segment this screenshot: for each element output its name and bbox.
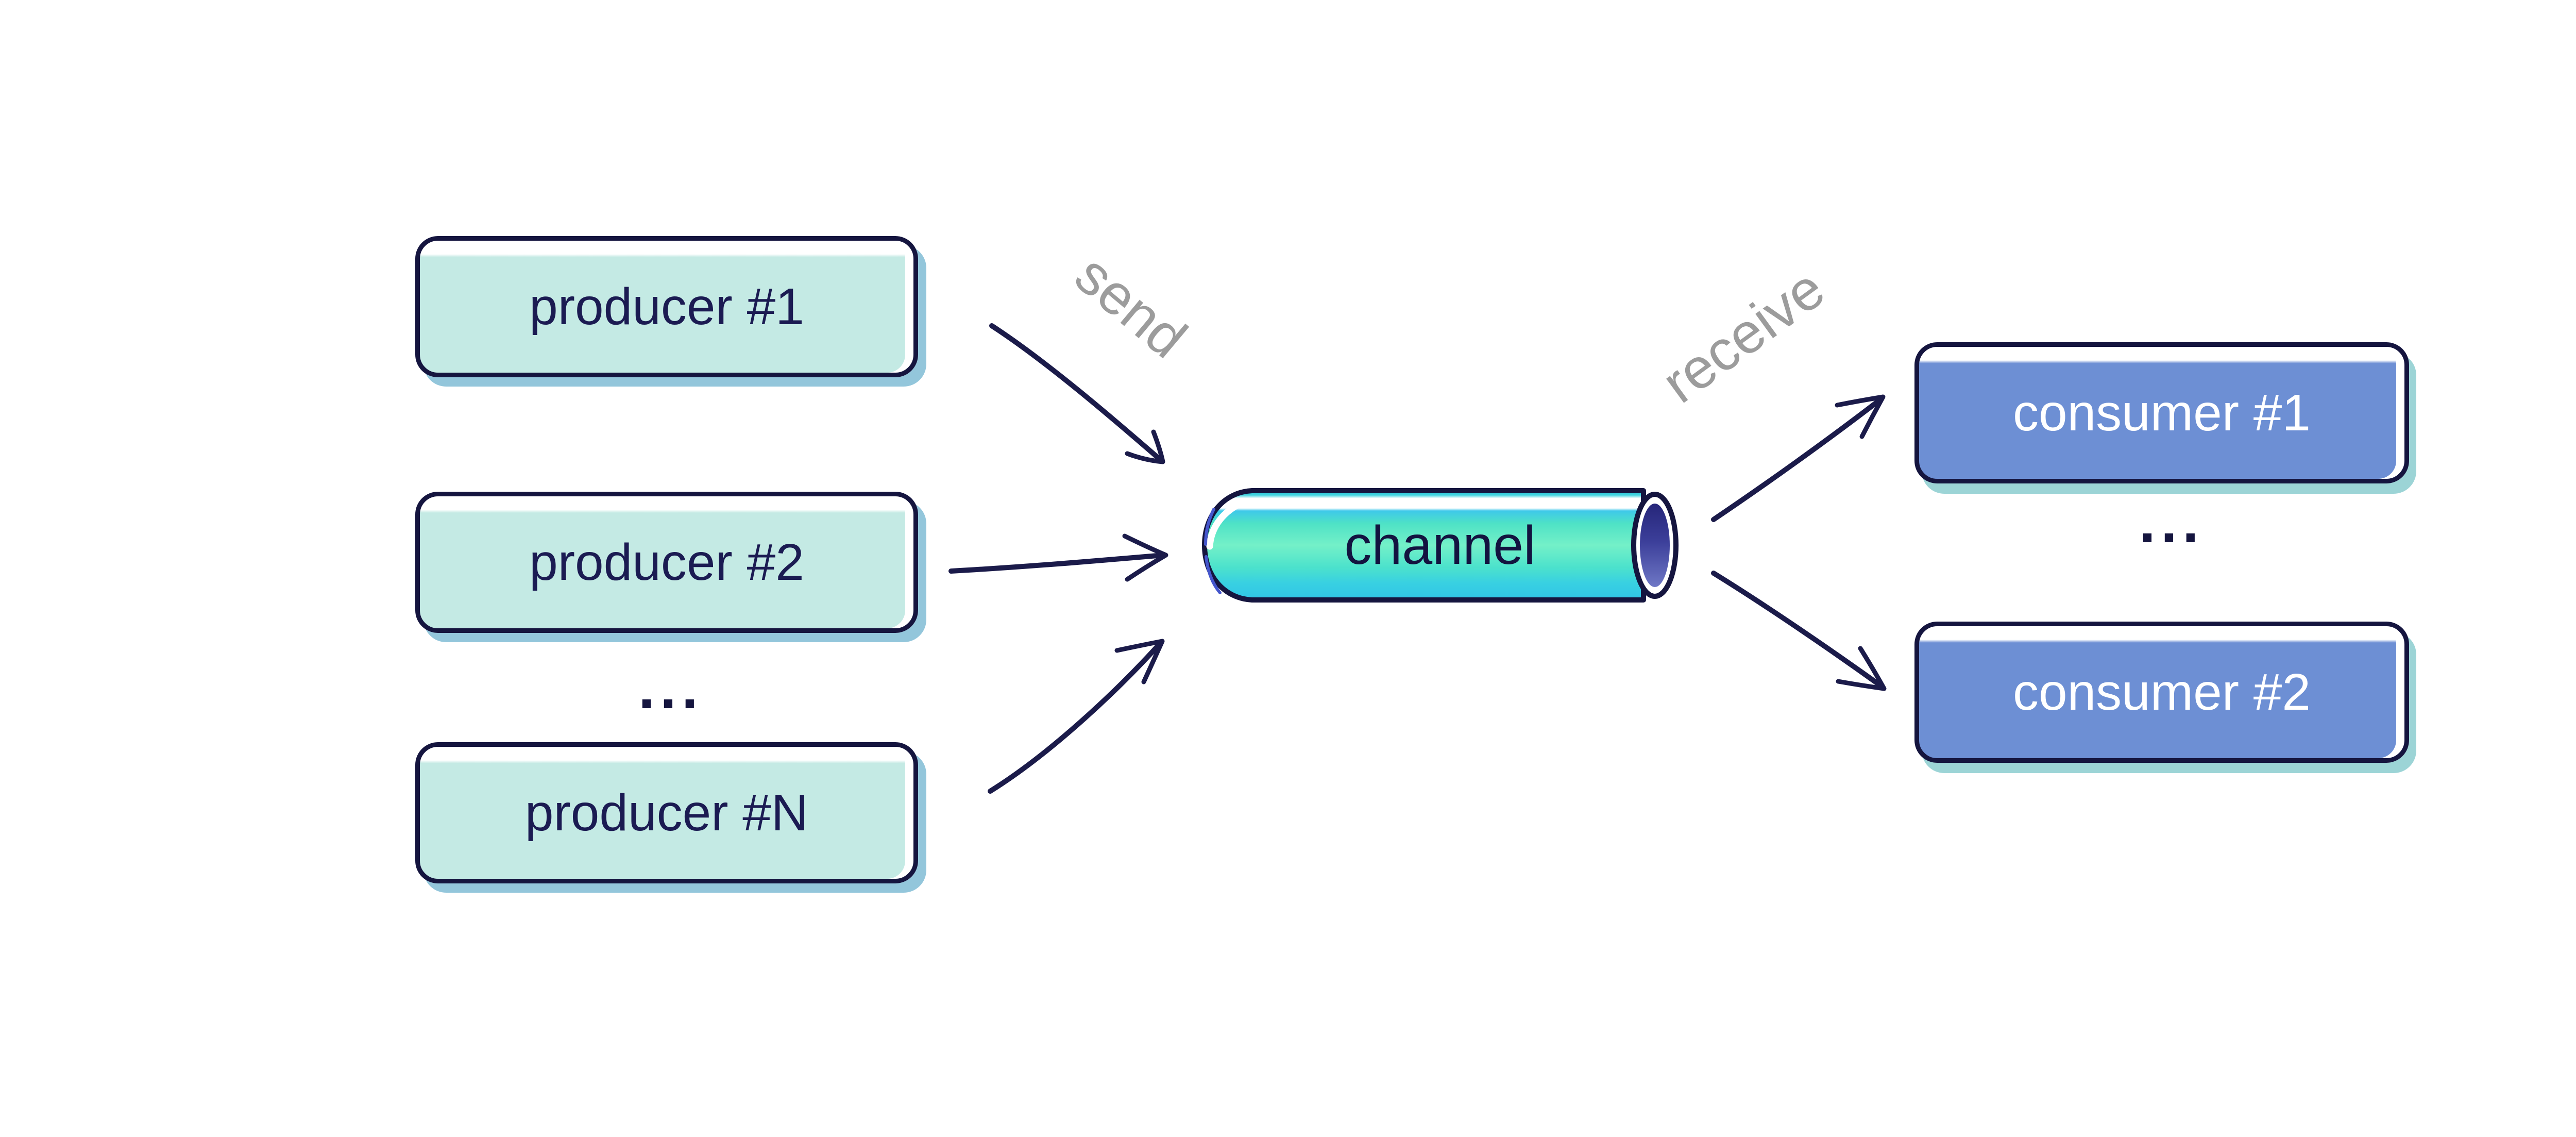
send-arrow-2-head — [1122, 533, 1168, 582]
consumer-1-box: consumer #1 — [1914, 342, 2409, 483]
receive-arrow-1-shaft — [1711, 397, 1883, 522]
channel-cylinder — [1202, 488, 1679, 603]
channel-left-blue-sliver-bottom — [1205, 555, 1222, 594]
send-arrow-3-head — [1114, 639, 1165, 684]
send-arrow-3-shaft — [988, 641, 1163, 794]
receive-arrow-consumer-1 — [1711, 394, 1886, 522]
consumer-2-box: consumer #2 — [1914, 622, 2409, 763]
producer-n-label: producer #N — [524, 784, 809, 842]
producer-n-box: producer #N — [415, 742, 918, 883]
channel-cylinder-body — [1202, 488, 1646, 603]
receive-arrow-2-shaft — [1711, 571, 1883, 688]
receive-arrow-2-head — [1836, 646, 1887, 691]
producer-2-label: producer #2 — [529, 533, 804, 591]
producer-2-box: producer #2 — [415, 492, 918, 633]
channel-cap-opening — [1640, 504, 1670, 587]
producers-ellipsis: ... — [638, 655, 703, 721]
receive-arrow-1-head — [1835, 394, 1886, 439]
receive-arrow-consumer-2 — [1711, 571, 1887, 691]
send-arrow-producer-1 — [989, 323, 1165, 464]
send-arrow-2-shaft — [948, 553, 1166, 574]
channel-left-blue-sliver-top — [1204, 508, 1215, 546]
producer-1-box: producer #1 — [415, 236, 918, 377]
channel-label: channel — [1344, 515, 1536, 576]
send-arrow-producer-n — [988, 639, 1165, 794]
consumer-2-label: consumer #2 — [2012, 663, 2311, 721]
send-arrow-1-head — [1125, 429, 1165, 464]
channel-left-highlight — [1206, 500, 1243, 550]
send-arrow-producer-2 — [948, 533, 1168, 582]
send-arrow-1-shaft — [989, 323, 1162, 461]
producer-1-label: producer #1 — [529, 278, 804, 336]
consumer-1-label: consumer #1 — [2012, 384, 2311, 442]
consumers-ellipsis: ... — [2139, 489, 2204, 555]
